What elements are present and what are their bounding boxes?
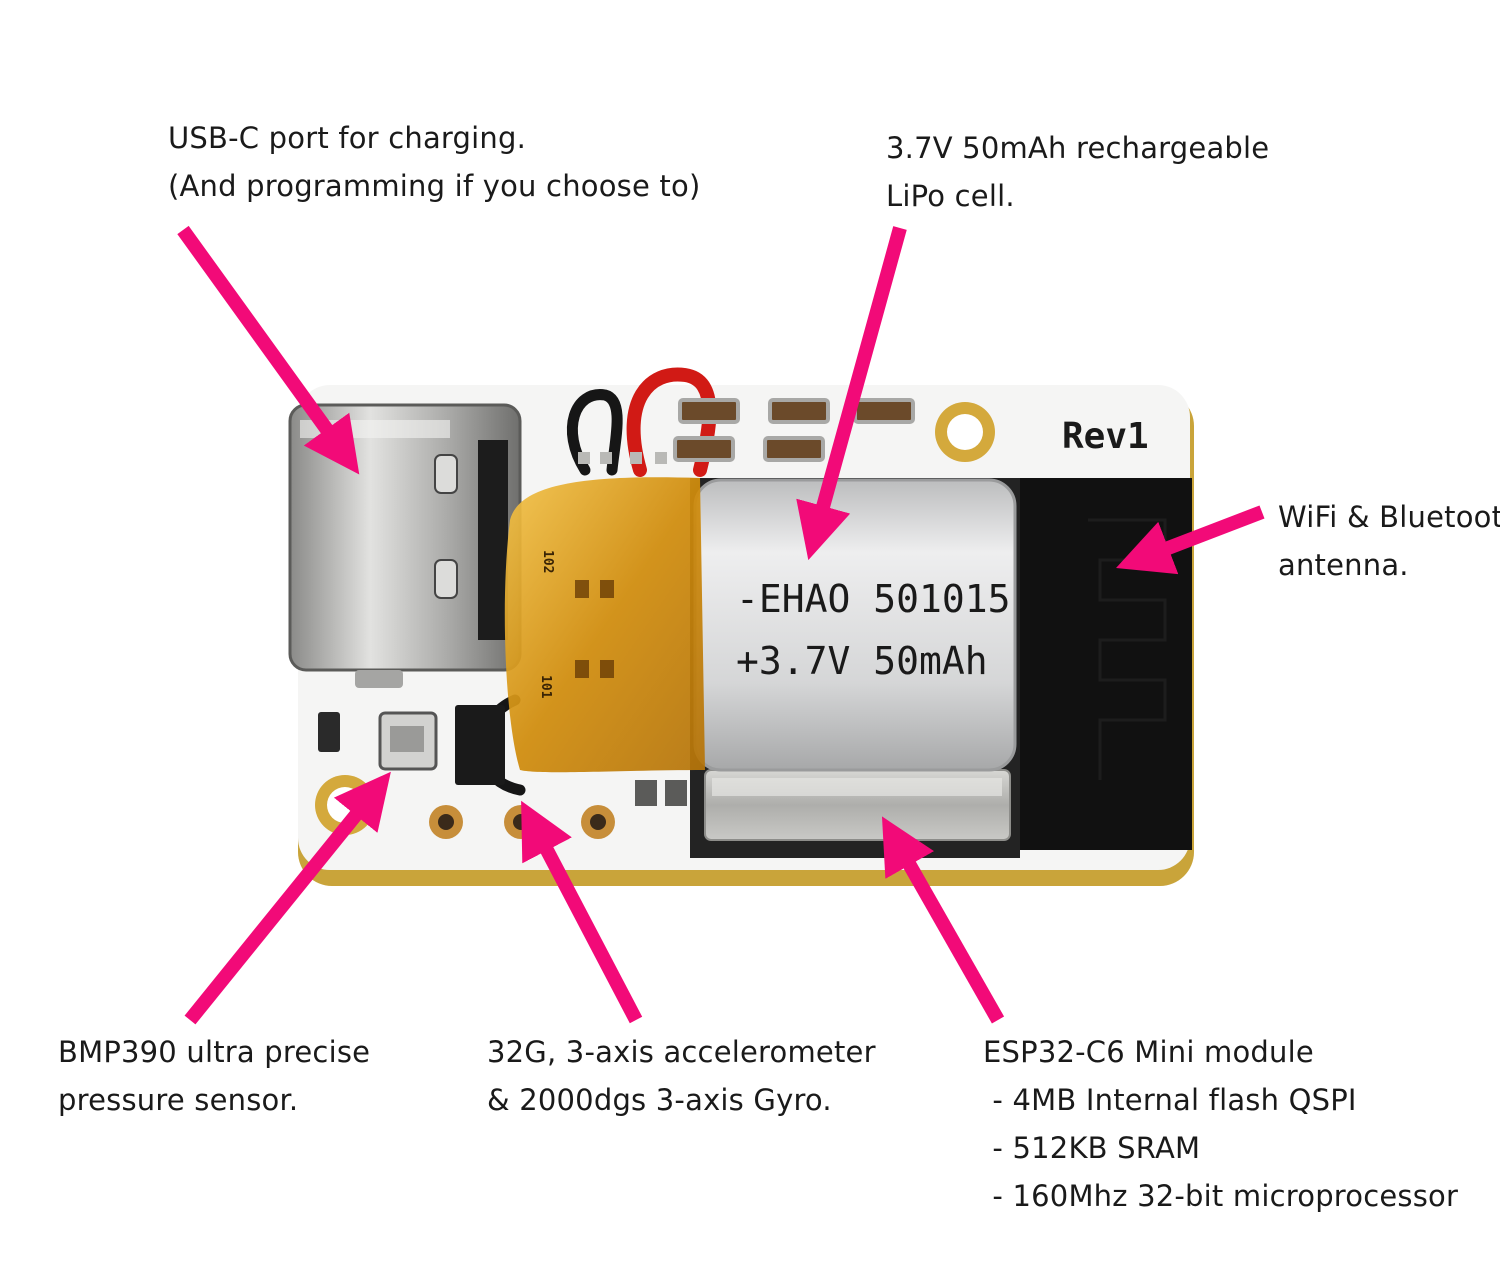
callout-pressure-sensor: BMP390 ultra precise pressure sensor. [58, 1028, 370, 1124]
callout-antenna-line-2: antenna. [1278, 548, 1409, 582]
arrow-imu [521, 800, 643, 1024]
arrow-usb-c [177, 225, 360, 475]
callout-imu-line-2: & 2000dgs 3-axis Gyro. [487, 1083, 832, 1117]
battery-print-line2: +3.7V 50mAh [736, 639, 988, 683]
callout-battery-line-2: LiPo cell. [886, 179, 1015, 213]
callout-pressure-sensor-line-1: BMP390 ultra precise [58, 1035, 371, 1069]
callout-esp32-line-1: ESP32-C6 Mini module [983, 1035, 1314, 1069]
component-mark-102: 102 [540, 550, 555, 573]
imu-chip [455, 705, 505, 785]
callout-imu-line-1: 32G, 3-axis accelerometer [487, 1035, 876, 1069]
callout-antenna: WiFi & Bluetooth antenna. [1278, 493, 1500, 589]
callout-esp32: ESP32-C6 Mini module - 4MB Internal flas… [983, 1028, 1458, 1220]
arrow-pressure-sensor [184, 771, 391, 1025]
callout-battery: 3.7V 50mAh rechargeable LiPo cell. [886, 124, 1269, 220]
callout-usb-c: USB-C port for charging. (And programmin… [168, 114, 700, 210]
pads-row [578, 452, 667, 464]
callout-pressure-sensor-line-2: pressure sensor. [58, 1083, 299, 1117]
smd-parts-top [673, 398, 915, 462]
arrow-battery [796, 226, 907, 561]
callout-usb-c-line-2: (And programming if you choose to) [168, 169, 701, 203]
silkscreen-revision: Rev1 [1062, 416, 1149, 457]
callout-imu: 32G, 3-axis accelerometer & 2000dgs 3-ax… [487, 1028, 876, 1124]
callout-usb-c-line-1: USB-C port for charging. [168, 121, 526, 155]
battery: 102 101 -EHAO 501015 +3.7V 50mAh [504, 477, 1017, 773]
component-mark-101: 101 [538, 675, 553, 699]
callout-esp32-line-4: - 160Mhz 32-bit microprocessor [983, 1179, 1459, 1213]
callout-esp32-line-2: - 4MB Internal flash QSPI [983, 1083, 1357, 1117]
black-wire [566, 389, 623, 476]
callout-esp32-line-3: - 512KB SRAM [983, 1131, 1201, 1165]
battery-print-line1: -EHAO 501015 [736, 577, 1011, 621]
callout-antenna-line-1: WiFi & Bluetooth [1278, 500, 1500, 534]
red-wire [626, 367, 717, 477]
arrow-esp32 [881, 816, 1005, 1024]
arrow-antenna [1116, 505, 1265, 575]
callout-battery-line-1: 3.7V 50mAh rechargeable [886, 131, 1270, 165]
